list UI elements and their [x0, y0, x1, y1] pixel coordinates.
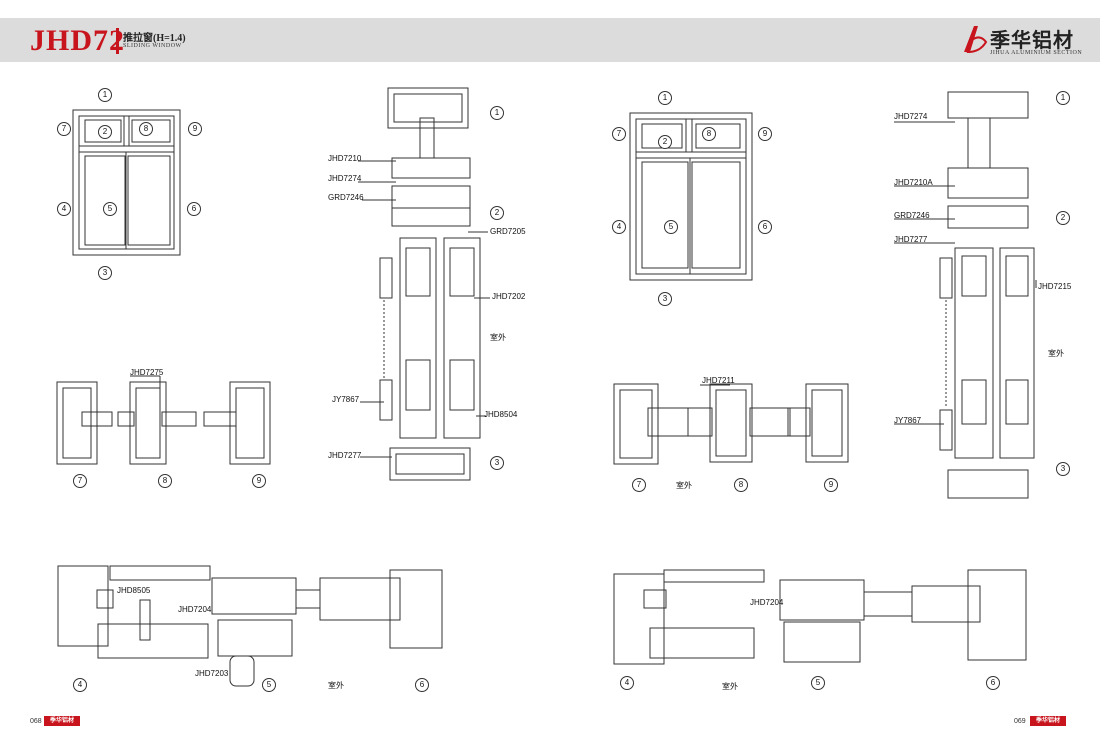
- brand-logo-icon: [964, 26, 988, 54]
- ref-number: 1: [490, 106, 504, 120]
- callout-jhd7211: JHD7211: [702, 376, 735, 385]
- ref-number: 9: [188, 122, 202, 136]
- brand-name: 季华铝材: [990, 30, 1074, 52]
- callout-jhd8504: JHD8504: [484, 410, 518, 419]
- ref-number: 6: [986, 676, 1000, 690]
- footer-brand-logo: 季华铝材: [44, 716, 80, 726]
- callout-jy7867: JY7867: [332, 395, 360, 404]
- window-type-title: 推拉窗(H=1.4): [123, 33, 186, 44]
- ref-number: 4: [620, 676, 634, 690]
- ref-number: 7: [632, 478, 646, 492]
- ref-number: 7: [57, 122, 71, 136]
- ref-number: 8: [158, 474, 172, 488]
- callout-jhd7215: JHD7215: [1038, 282, 1072, 291]
- callout-jhd7204: JHD7204: [750, 598, 784, 607]
- ref-number: 5: [664, 220, 678, 234]
- ref-number: 1: [98, 88, 112, 102]
- footer-brand-logo: 季华铝材: [1030, 716, 1066, 726]
- ref-number: 2: [490, 206, 504, 220]
- ref-number: 3: [1056, 462, 1070, 476]
- callout-jhd7204: JHD7204: [178, 605, 212, 614]
- page-number-right: 069: [1014, 718, 1026, 725]
- window-type-title-en: SLIDING WINDOW: [123, 43, 182, 49]
- callout-grd7205: GRD7205: [490, 227, 526, 236]
- ref-number: 2: [98, 125, 112, 139]
- ref-number: 9: [758, 127, 772, 141]
- outdoor-label: 室外: [328, 681, 344, 690]
- callout-jhd7277: JHD7277: [328, 451, 362, 460]
- outdoor-label: 室外: [1048, 349, 1064, 358]
- ref-number: 8: [702, 127, 716, 141]
- outdoor-label: 室外: [676, 481, 692, 490]
- left-vertical-section: [379, 87, 481, 481]
- page-header: JHD72 推拉窗(H=1.4) SLIDING WINDOW 季华铝材 JIH…: [0, 18, 1100, 62]
- right-window-elevation: [629, 112, 753, 281]
- left-horizontal-section: [57, 565, 443, 687]
- ref-number: 7: [612, 127, 626, 141]
- ref-number: 7: [73, 474, 87, 488]
- ref-number: 4: [612, 220, 626, 234]
- ref-number: 6: [758, 220, 772, 234]
- ref-number: 9: [252, 474, 266, 488]
- right-transom-sections: [613, 383, 849, 465]
- ref-number: 8: [734, 478, 748, 492]
- brand-name-en: JIHUA ALUMINIUM SECTION: [990, 50, 1083, 56]
- ref-number: 1: [658, 91, 672, 105]
- ref-number: 2: [1056, 211, 1070, 225]
- right-vertical-section: [939, 91, 1035, 499]
- ref-number: 5: [811, 676, 825, 690]
- model-code: JHD72: [30, 24, 125, 57]
- callout-jy7867: JY7867: [894, 416, 922, 425]
- ref-number: 4: [73, 678, 87, 692]
- callout-jhd7275: JHD7275: [130, 368, 164, 377]
- ref-number: 2: [658, 135, 672, 149]
- ref-number: 3: [98, 266, 112, 280]
- callout-grd7246: GRD7246: [328, 193, 364, 202]
- title-divider: [116, 28, 119, 54]
- ref-number: 5: [262, 678, 276, 692]
- callout-jhd7210: JHD7210: [328, 154, 362, 163]
- callout-jhd7210a: JHD7210A: [894, 178, 933, 187]
- ref-number: 3: [490, 456, 504, 470]
- ref-number: 6: [415, 678, 429, 692]
- callout-jhd7277: JHD7277: [894, 235, 928, 244]
- left-window-elevation: [72, 109, 181, 256]
- callout-jhd7203: JHD7203: [195, 669, 229, 678]
- ref-number: 9: [824, 478, 838, 492]
- ref-number: 1: [1056, 91, 1070, 105]
- ref-number: 8: [139, 122, 153, 136]
- callout-jhd7202: JHD7202: [492, 292, 526, 301]
- left-transom-sections: [56, 381, 271, 465]
- ref-number: 5: [103, 202, 117, 216]
- outdoor-label: 室外: [490, 333, 506, 342]
- ref-number: 6: [187, 202, 201, 216]
- page-number-left: 068: [30, 718, 42, 725]
- ref-number: 4: [57, 202, 71, 216]
- callout-jhd8505: JHD8505: [117, 586, 151, 595]
- right-horizontal-section: [613, 569, 1027, 665]
- ref-number: 3: [658, 292, 672, 306]
- callout-grd7246: GRD7246: [894, 211, 930, 220]
- outdoor-label: 室外: [722, 682, 738, 691]
- callout-jhd7274: JHD7274: [894, 112, 928, 121]
- callout-jhd7274: JHD7274: [328, 174, 362, 183]
